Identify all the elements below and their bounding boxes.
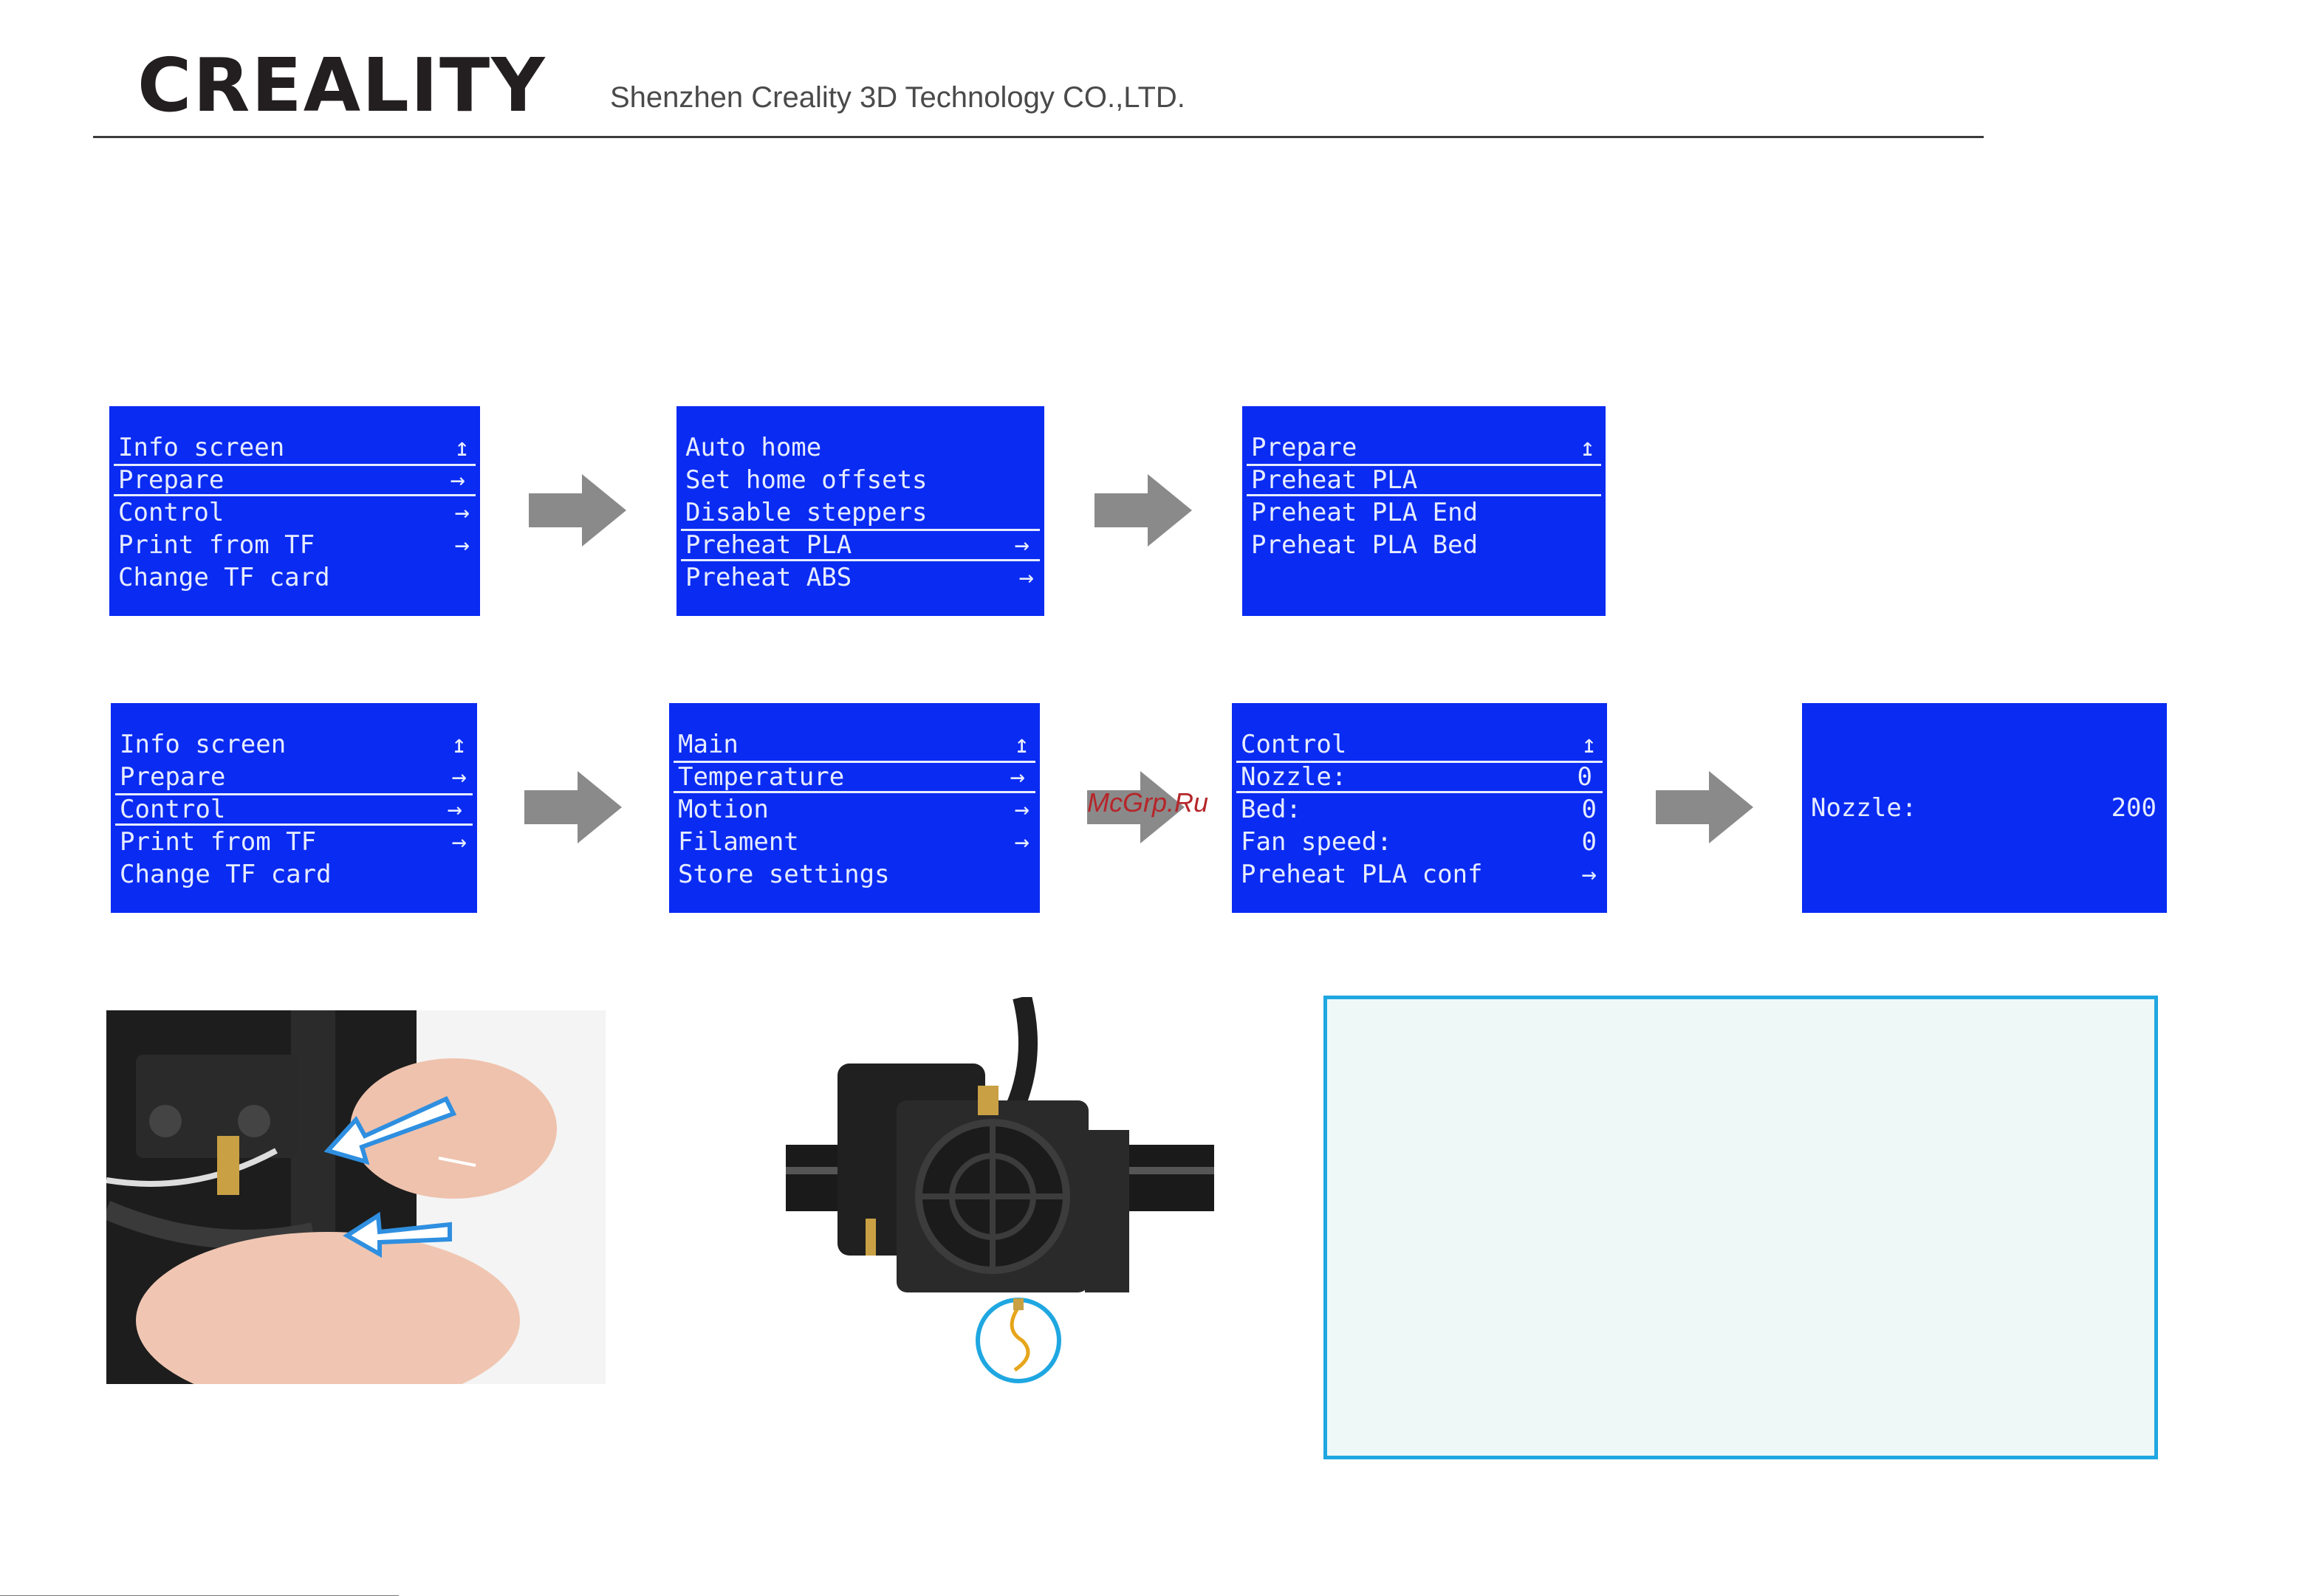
menu-item-print-from-tf[interactable]: Print from TF→	[118, 530, 470, 560]
right-arrow-icon: →	[450, 465, 465, 495]
up-arrow-icon: ↥	[1581, 730, 1597, 759]
header-divider	[93, 136, 1984, 138]
menu-item-nozzle[interactable]: Nozzle:0	[1236, 761, 1603, 793]
menu-item-control[interactable]: Control→	[115, 793, 473, 826]
menu-item-info-screen[interactable]: Info screen↥	[118, 433, 470, 462]
menu-item-prepare[interactable]: Prepare→	[120, 762, 467, 792]
right-arrow-icon: →	[1014, 827, 1030, 857]
hotend-nozzle-photo	[778, 997, 1222, 1388]
menu-item-print-from-tf[interactable]: Print from TF→	[120, 827, 467, 857]
right-arrow-icon: →	[1014, 795, 1030, 824]
brand-logo: CREALITY	[137, 42, 547, 129]
lcd-main-menu-1: Info screen↥ Prepare→ Control→ Print fro…	[109, 406, 480, 616]
company-name: Shenzhen Creality 3D Technology CO.,LTD.	[610, 81, 1185, 114]
right-arrow-icon: →	[454, 530, 470, 560]
menu-item-prepare[interactable]: Prepare→	[114, 464, 476, 496]
note-box	[1323, 996, 2158, 1459]
flow-arrow-icon	[524, 771, 622, 843]
extruder-filament-photo	[106, 1010, 606, 1384]
menu-item-control[interactable]: Control→	[118, 498, 470, 527]
nozzle-setting-row[interactable]: Nozzle:200	[1811, 793, 2157, 823]
menu-item-set-home-offsets[interactable]: Set home offsets	[685, 465, 928, 495]
menu-item-preheat-abs[interactable]: Preheat ABS→	[685, 563, 1034, 592]
right-arrow-icon: →	[1018, 563, 1034, 592]
lcd-control-menu: Main↥ Temperature→ Motion→ Filament→ Sto…	[669, 703, 1040, 913]
right-arrow-icon: →	[1014, 530, 1030, 560]
nozzle-target-value: 200	[2111, 793, 2157, 823]
flow-arrow-icon	[1656, 771, 1753, 843]
right-arrow-icon: →	[1581, 860, 1597, 889]
menu-item-fan-speed[interactable]: Fan speed:0	[1241, 827, 1597, 857]
menu-item-info-screen[interactable]: Info screen↥	[120, 730, 467, 759]
right-arrow-icon: →	[451, 762, 467, 792]
up-arrow-icon: ↥	[451, 730, 467, 759]
menu-item-change-tf-card[interactable]: Change TF card	[120, 860, 332, 889]
flow-arrow-icon	[529, 474, 626, 547]
lcd-prepare-menu: Auto home Set home offsets Disable stepp…	[676, 406, 1044, 616]
up-arrow-icon: ↥	[454, 433, 470, 462]
menu-item-disable-steppers[interactable]: Disable steppers	[685, 498, 928, 527]
menu-item-store-settings[interactable]: Store settings	[678, 860, 890, 889]
lcd-main-menu-2: Info screen↥ Prepare→ Control→ Print fro…	[111, 703, 477, 913]
menu-item-back-prepare[interactable]: Prepare↥	[1251, 433, 1595, 462]
right-arrow-icon: →	[454, 498, 470, 527]
up-arrow-icon: ↥	[1580, 433, 1595, 462]
menu-item-main[interactable]: Main↥	[678, 730, 1030, 759]
flow-arrow-icon	[1087, 771, 1185, 843]
menu-item-change-tf-card[interactable]: Change TF card	[118, 563, 330, 592]
menu-item-filament[interactable]: Filament→	[678, 827, 1030, 857]
lcd-nozzle-setting: Nozzle:200	[1802, 703, 2167, 913]
lcd-temperature-menu: Control↥ Nozzle:0 Bed:0 Fan speed:0 Preh…	[1232, 703, 1607, 913]
menu-item-bed[interactable]: Bed:0	[1241, 795, 1597, 824]
up-arrow-icon: ↥	[1014, 730, 1030, 759]
menu-item-temperature[interactable]: Temperature→	[674, 761, 1035, 793]
bed-value: 0	[1581, 795, 1597, 824]
menu-item-preheat-pla-all[interactable]: Preheat PLA	[1247, 464, 1601, 496]
fan-speed-value: 0	[1581, 827, 1597, 857]
right-arrow-icon: →	[451, 827, 467, 857]
lcd-preheat-pla-menu: Prepare↥ Preheat PLA Preheat PLA End Pre…	[1242, 406, 1606, 616]
watermark: McGrp.Ru	[1087, 787, 1209, 818]
menu-item-back-control[interactable]: Control↥	[1241, 730, 1597, 759]
menu-item-motion[interactable]: Motion→	[678, 795, 1030, 824]
menu-item-auto-home[interactable]: Auto home	[685, 433, 822, 462]
menu-item-preheat-pla-conf[interactable]: Preheat PLA conf→	[1241, 860, 1597, 889]
menu-item-preheat-pla[interactable]: Preheat PLA→	[681, 529, 1040, 561]
right-arrow-icon: →	[447, 795, 462, 824]
nozzle-value: 0	[1577, 762, 1592, 792]
menu-item-preheat-pla-bed[interactable]: Preheat PLA Bed	[1251, 530, 1479, 560]
flow-arrow-icon	[1095, 474, 1192, 547]
right-arrow-icon: →	[1010, 762, 1025, 792]
menu-item-preheat-pla-end[interactable]: Preheat PLA End	[1251, 498, 1479, 527]
